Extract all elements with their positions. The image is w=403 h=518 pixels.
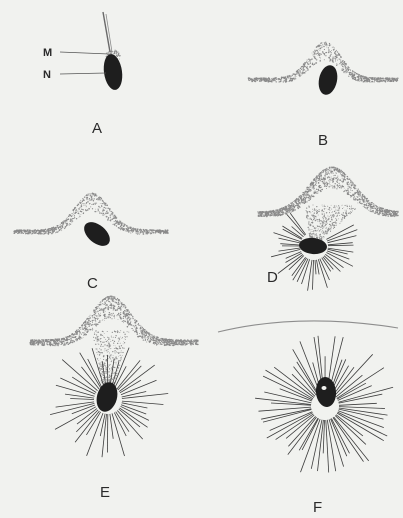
- aster-ray: [299, 418, 318, 450]
- aster-ray: [102, 414, 107, 457]
- aster-ray: [339, 407, 385, 409]
- aster-ray: [80, 353, 101, 388]
- aster-ray: [122, 394, 168, 399]
- panel-a-label: A: [92, 120, 102, 137]
- panel-d-label: D: [267, 269, 278, 286]
- aster-ray: [315, 260, 316, 274]
- aster-ray: [121, 380, 157, 394]
- pointer-n-line: [60, 73, 106, 74]
- panel-f: F: [218, 321, 398, 516]
- aster-ray: [328, 245, 354, 246]
- panel-c: C: [13, 193, 168, 293]
- panel-d-nucleus: [298, 237, 327, 255]
- aster-ray: [110, 414, 113, 439]
- stippled-cytoplasm: [29, 296, 198, 347]
- aster-ray: [274, 367, 314, 397]
- panel-c-label: C: [87, 275, 98, 292]
- panel-f-drawing: [218, 321, 398, 473]
- panel-d: D: [257, 166, 398, 290]
- stippled-cytoplasm: [306, 205, 356, 241]
- panel-a-drawing: [102, 12, 125, 91]
- aster-ray: [337, 368, 384, 399]
- panel-f-surface-outline: [218, 321, 398, 332]
- pointer-m-line: [60, 52, 109, 54]
- aster-ray: [56, 402, 95, 407]
- aster-ray: [339, 403, 377, 405]
- panel-e: E: [29, 296, 198, 502]
- aster-ray: [283, 229, 302, 239]
- aster-ray: [335, 354, 373, 395]
- aster-ray: [280, 244, 300, 245]
- stippled-cytoplasm: [92, 330, 129, 385]
- panel-b: B: [248, 42, 399, 149]
- panel-b-label: B: [318, 132, 328, 149]
- panel-c-drawing: [13, 193, 168, 251]
- panel-f-nucleolus: [322, 386, 327, 390]
- panel-a: M N A: [43, 12, 124, 137]
- aster-ray: [290, 213, 306, 235]
- aster-ray: [301, 419, 321, 472]
- aster-ray: [62, 360, 97, 391]
- aster-ray: [339, 387, 394, 402]
- panel-f-label: F: [313, 499, 322, 516]
- panel-b-nucleus: [316, 63, 340, 96]
- panel-e-label: E: [100, 484, 110, 501]
- aster-ray: [323, 420, 324, 453]
- panel-e-drawing: [29, 296, 198, 458]
- aster-ray: [271, 249, 300, 256]
- panel-c-nucleus: [80, 217, 115, 250]
- pointer-m-label: M: [43, 47, 52, 59]
- aster-ray: [122, 403, 148, 408]
- panel-b-drawing: [248, 42, 399, 97]
- panel-a-nucleus: [102, 53, 125, 91]
- pointer-n-label: N: [43, 69, 51, 81]
- aster-ray: [313, 260, 314, 290]
- aster-ray: [317, 260, 320, 275]
- aster-ray: [339, 394, 383, 403]
- panel-d-drawing: [257, 166, 398, 290]
- aster-ray: [287, 214, 305, 235]
- aster-ray: [328, 243, 353, 245]
- aster-ray: [337, 383, 366, 399]
- aster-ray: [70, 399, 94, 400]
- aster-ray: [263, 376, 312, 400]
- aster-ray: [326, 253, 353, 267]
- aster-ray: [266, 370, 314, 399]
- aster-ray: [338, 412, 388, 436]
